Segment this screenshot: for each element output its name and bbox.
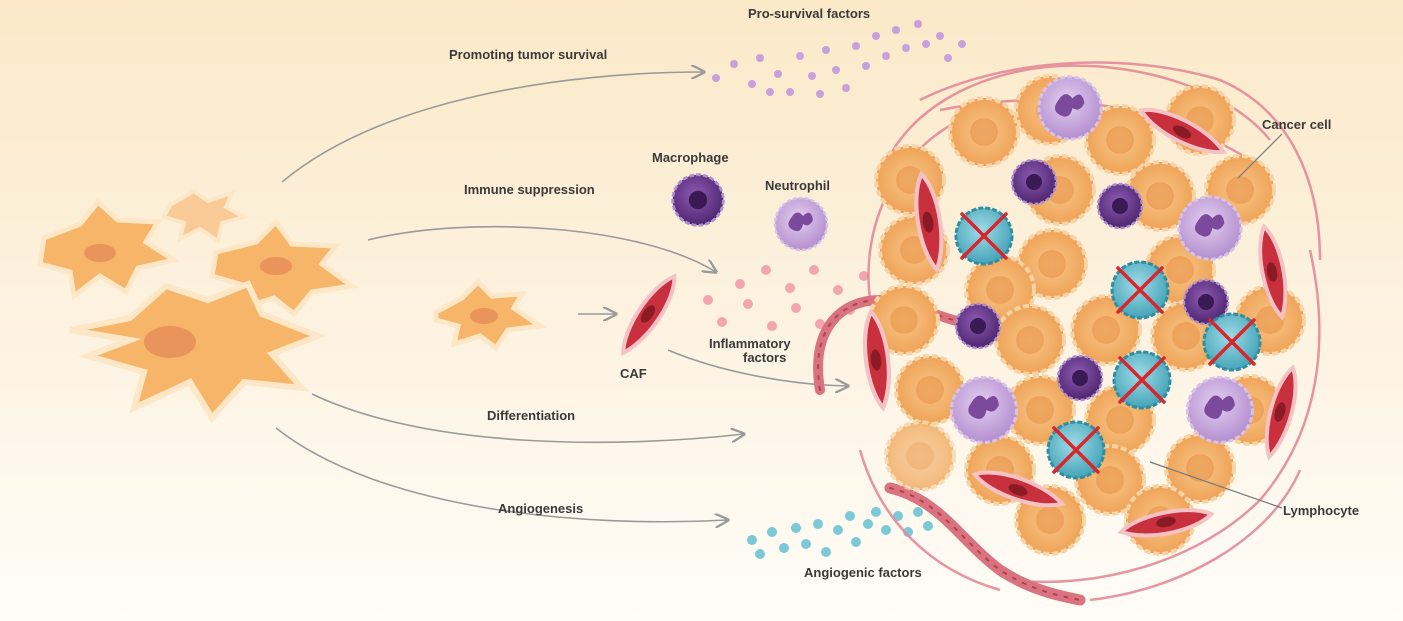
arrow-angiogenesis: [275, 427, 728, 522]
label-cancer-cell: Cancer cell: [1262, 117, 1331, 132]
lymphocyte-leader: [1149, 461, 1283, 509]
cancer-cell-leader: [1237, 133, 1283, 179]
neutrophil-cell: [773, 196, 829, 252]
label-angiogenesis: Angiogenesis: [498, 501, 583, 516]
label-caf: CAF: [620, 366, 647, 381]
fibroblast-nucleus: [84, 244, 116, 262]
leader-lines: [1149, 133, 1283, 509]
tumor-mass: [813, 61, 1322, 606]
inflammatory-factor-dots: [703, 265, 883, 331]
fibroblast-nucleus: [470, 308, 498, 324]
label-macrophage: Macrophage: [652, 150, 729, 165]
label-angiogenic-factors: Angiogenic factors: [804, 565, 922, 580]
labels: Pro-survival factors Promoting tumor sur…: [449, 6, 1359, 580]
arrow-promoting-tumor-survival: [281, 72, 704, 183]
label-lymphocyte: Lymphocyte: [1283, 503, 1359, 518]
label-pro-survival-factors: Pro-survival factors: [748, 6, 870, 21]
label-inflammatory-line2: factors: [743, 350, 786, 365]
label-neutrophil: Neutrophil: [765, 178, 830, 193]
arrows: [275, 72, 848, 522]
pro-survival-factor-dots: [712, 20, 966, 98]
arrow-inflammatory: [667, 349, 848, 386]
label-promoting-tumor-survival: Promoting tumor survival: [449, 47, 607, 62]
angiogenic-factor-dots: [747, 507, 933, 559]
fibroblast-nucleus: [144, 326, 196, 358]
macrophage-cell: [671, 173, 725, 227]
fibroblast-cell: [69, 280, 327, 424]
label-differentiation: Differentiation: [487, 408, 575, 423]
label-immune-suppression: Immune suppression: [464, 182, 595, 197]
arrow-differentiation: [311, 393, 744, 444]
fibroblast-cell: [161, 188, 250, 245]
arrow-immune-suppression: [367, 225, 716, 272]
label-inflammatory-line1: Inflammatory: [709, 336, 791, 351]
fibroblast-nucleus: [260, 257, 292, 275]
caf-cell: [611, 268, 686, 361]
fibroblast-cluster: [37, 188, 547, 424]
